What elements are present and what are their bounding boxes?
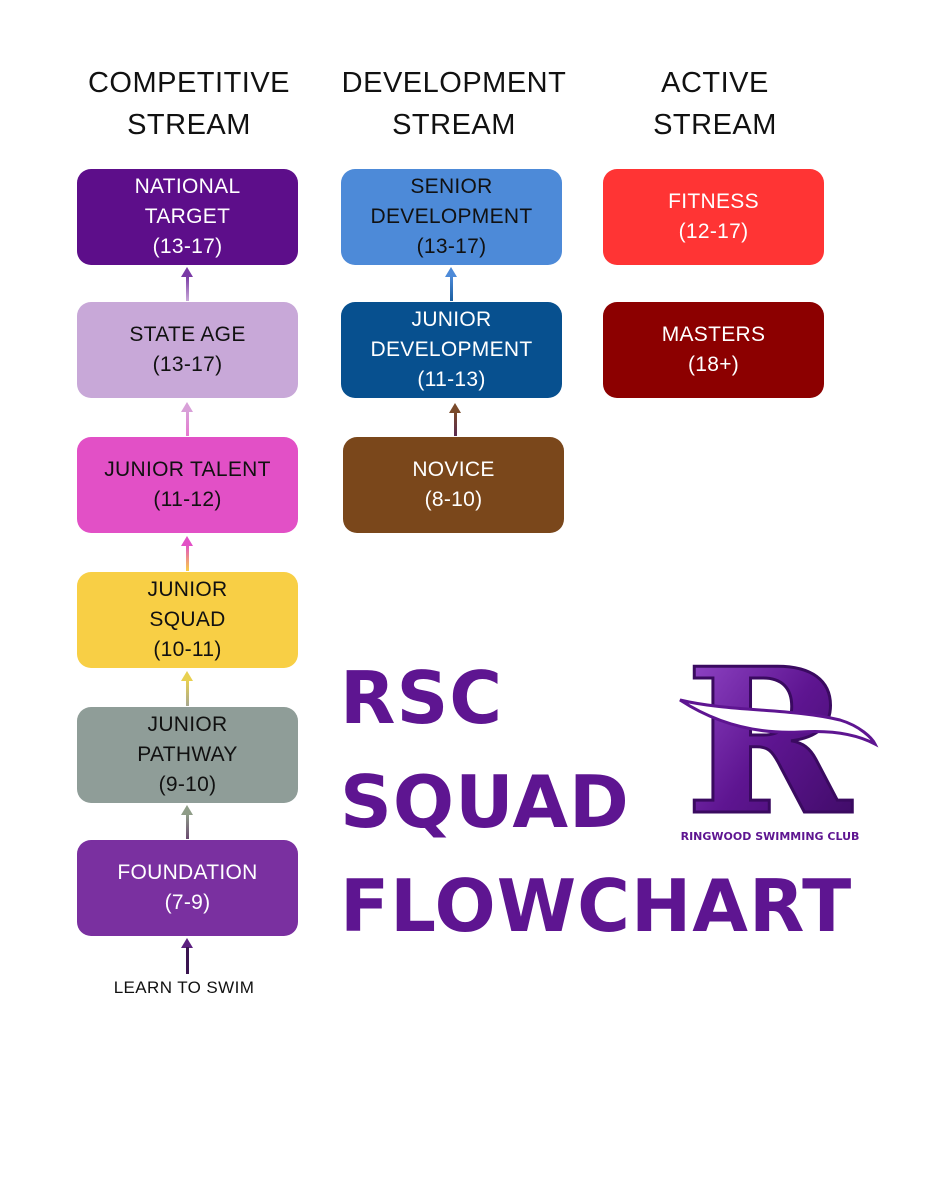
box-junior-development: JUNIOR DEVELOPMENT (11-13) xyxy=(341,302,562,398)
box-label: FOUNDATION xyxy=(117,861,258,884)
competitive-stream-heading: COMPETITIVE STREAM xyxy=(78,62,300,146)
arrow-up xyxy=(181,536,193,571)
box-label: PATHWAY xyxy=(137,743,238,766)
box-novice: NOVICE (8-10) xyxy=(343,437,564,533)
logo-letter: R xyxy=(685,660,853,850)
club-logo: R RINGWOOD SWIMMING CLUB xyxy=(679,660,879,850)
arrow-head xyxy=(181,267,193,277)
box-label: FITNESS xyxy=(668,190,759,213)
box-age-range: (13-17) xyxy=(152,353,223,376)
heading-line: COMPETITIVE xyxy=(87,67,291,99)
box-label: JUNIOR xyxy=(411,308,492,331)
arrow-shaft xyxy=(186,814,189,839)
swoosh-icon xyxy=(679,698,879,748)
box-label: NOVICE xyxy=(412,458,495,481)
box-label: JUNIOR xyxy=(147,713,228,736)
arrow-head xyxy=(445,267,457,277)
box-junior-talent: JUNIOR TALENT (11-12) xyxy=(77,437,298,533)
arrow-head xyxy=(181,536,193,546)
box-age-range: (11-13) xyxy=(417,368,486,391)
box-age-range: (11-12) xyxy=(153,488,222,511)
box-label: TARGET xyxy=(144,205,231,228)
title-line: FLOWCHART xyxy=(340,864,853,948)
box-label: SENIOR xyxy=(410,175,493,198)
arrow-shaft xyxy=(454,412,457,436)
arrow-up xyxy=(445,267,457,301)
box-state-age: STATE AGE (13-17) xyxy=(77,302,298,398)
arrow-shaft xyxy=(186,411,189,436)
heading-line: DEVELOPMENT xyxy=(341,67,567,99)
active-stream-heading: ACTIVE STREAM xyxy=(604,62,826,146)
arrow-up xyxy=(449,403,461,436)
box-label: MASTERS xyxy=(661,323,766,346)
learn-to-swim-label: LEARN TO SWIM xyxy=(113,978,255,997)
page-title: RSC SQUAD FLOWCHART xyxy=(340,646,852,958)
box-label: DEVELOPMENT xyxy=(370,205,533,228)
box-national-target: NATIONAL TARGET (13-17) xyxy=(77,169,298,265)
box-masters: MASTERS (18+) xyxy=(603,302,824,398)
box-age-range: (10-11) xyxy=(153,638,222,661)
arrow-head xyxy=(181,805,193,815)
arrow-shaft xyxy=(186,947,189,974)
heading-line: STREAM xyxy=(653,109,777,141)
arrow-shaft xyxy=(450,276,453,301)
box-age-range: (9-10) xyxy=(158,773,217,796)
box-label: STATE AGE xyxy=(129,323,246,346)
arrow-head xyxy=(181,671,193,681)
arrow-up xyxy=(181,402,193,436)
box-label: JUNIOR TALENT xyxy=(104,458,271,481)
arrow-up xyxy=(181,267,193,301)
development-stream-heading: DEVELOPMENT STREAM xyxy=(334,62,574,146)
box-age-range: (13-17) xyxy=(152,235,223,258)
box-age-range: (13-17) xyxy=(416,235,487,258)
box-junior-pathway: JUNIOR PATHWAY (9-10) xyxy=(77,707,298,803)
arrow-head xyxy=(181,402,193,412)
logo-club-name: RINGWOOD SWIMMING CLUB xyxy=(681,830,860,843)
arrow-head xyxy=(449,403,461,413)
box-junior-squad: JUNIOR SQUAD (10-11) xyxy=(77,572,298,668)
box-label: DEVELOPMENT xyxy=(370,338,533,361)
heading-line: STREAM xyxy=(127,109,251,141)
box-age-range: (7-9) xyxy=(164,891,211,914)
box-senior-development: SENIOR DEVELOPMENT (13-17) xyxy=(341,169,562,265)
title-line: SQUAD xyxy=(340,760,630,844)
box-label: JUNIOR xyxy=(147,578,228,601)
arrow-head xyxy=(181,938,193,948)
arrow-up xyxy=(181,671,193,706)
box-age-range: (8-10) xyxy=(424,488,483,511)
arrow-up xyxy=(181,805,193,839)
box-age-range: (18+) xyxy=(687,353,740,376)
title-line: RSC xyxy=(340,656,504,740)
arrow-shaft xyxy=(186,680,189,706)
box-age-range: (12-17) xyxy=(678,220,749,243)
box-label: NATIONAL xyxy=(134,175,241,198)
heading-line: STREAM xyxy=(392,109,516,141)
arrow-shaft xyxy=(186,276,189,301)
box-fitness: FITNESS (12-17) xyxy=(603,169,824,265)
box-label: SQUAD xyxy=(149,608,226,631)
heading-line: ACTIVE xyxy=(661,67,769,99)
arrow-up xyxy=(181,938,193,974)
box-foundation: FOUNDATION (7-9) xyxy=(77,840,298,936)
arrow-shaft xyxy=(186,545,189,571)
